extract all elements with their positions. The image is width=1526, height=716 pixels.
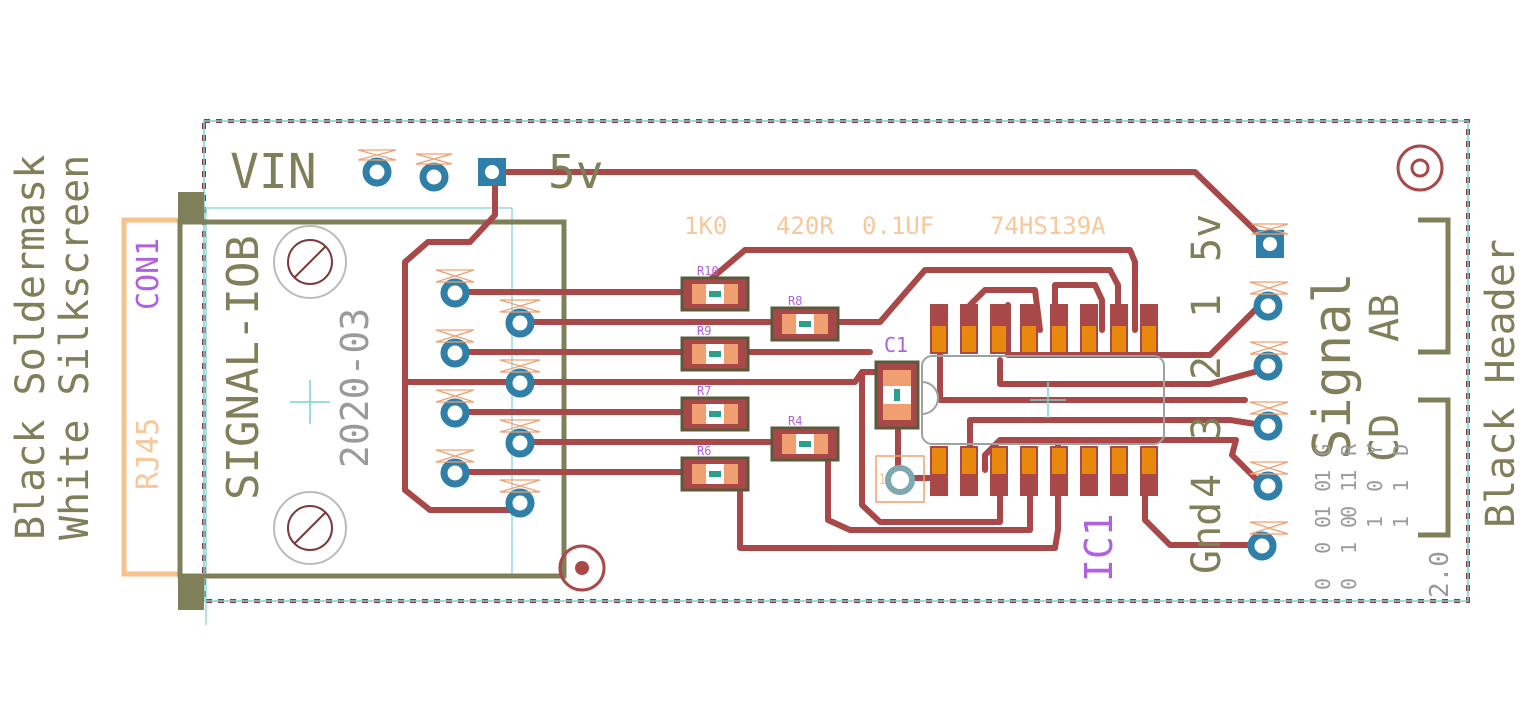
mount-hole-top	[273, 225, 347, 299]
value-r2: 420R	[776, 212, 834, 240]
c1-label: C1	[884, 333, 908, 357]
ab-label: AB	[1362, 294, 1408, 342]
copper-traces	[402, 169, 1273, 551]
date-label: 2020-03	[333, 308, 377, 468]
con1-label: CON1	[131, 238, 166, 310]
cap-pin-label: 1	[878, 472, 886, 488]
header-brackets	[1418, 217, 1451, 538]
ic1-label: IC1	[1077, 513, 1121, 582]
pin2-label: 2	[1184, 356, 1230, 380]
r6-label: R6	[697, 444, 711, 458]
five-v-right-label: 5v	[1184, 214, 1230, 262]
signal-iob-label: SIGNAL-IOB	[218, 235, 269, 500]
r8-label: R8	[788, 294, 802, 308]
pin1-label: 1	[1184, 294, 1230, 318]
rj45-label: RJ45	[131, 418, 166, 490]
truth-col: 0 0 1 1	[1311, 464, 1335, 590]
value-r1: 1K0	[684, 212, 727, 240]
board-hole-right	[1396, 144, 1444, 192]
rj45-tab-top	[178, 192, 204, 224]
pin3-label: 3	[1184, 416, 1230, 440]
board-hole-left	[558, 544, 606, 592]
pin4-label: 4	[1184, 474, 1230, 498]
r7-label: R7	[697, 384, 711, 398]
truth-row: 1 0 Y	[1363, 438, 1387, 528]
truth-table: 0 0 G 0 1 R 1 0 Y 1 1 D 0 0 1 1 0 1 0 1	[1311, 438, 1413, 590]
gnd-label: Gnd	[1184, 502, 1230, 574]
rj45-pins	[362, 157, 1284, 561]
truth-col: 0 1 0 1	[1337, 464, 1361, 590]
mount-hole-bottom	[273, 491, 347, 565]
resistor-array: R10 R8 R9 R7 R4 R6	[680, 264, 840, 492]
vin-label: VIN	[230, 144, 317, 200]
ic1-package: IC1	[921, 304, 1165, 582]
truth-row: 0 1 R	[1337, 438, 1361, 528]
r9-label: R9	[697, 324, 711, 338]
value-ic: 74HS139A	[990, 212, 1106, 240]
rj45-tab-bottom	[178, 576, 204, 610]
value-c: 0.1UF	[862, 212, 934, 240]
header-label: Black Header	[1478, 239, 1524, 528]
rj45-body	[177, 219, 567, 579]
version-label: 2.0	[1425, 551, 1455, 598]
truth-row: 0 0 G	[1311, 438, 1335, 528]
silkscreen-label: White Silkscreen	[52, 155, 98, 540]
r4-label: R4	[788, 414, 802, 428]
five-v-top-label: 5v	[548, 145, 603, 199]
signal-label: Signal	[1303, 272, 1363, 460]
truth-row: 1 1 D	[1389, 438, 1413, 528]
board-edge-line	[203, 120, 1469, 602]
pin-marks	[357, 149, 1289, 535]
cd-label: CD	[1362, 414, 1408, 462]
r10-label: R10	[697, 264, 719, 278]
soldermask-label: Black Soldermask	[8, 155, 54, 540]
capacitor-c1: C1 1	[874, 333, 925, 503]
